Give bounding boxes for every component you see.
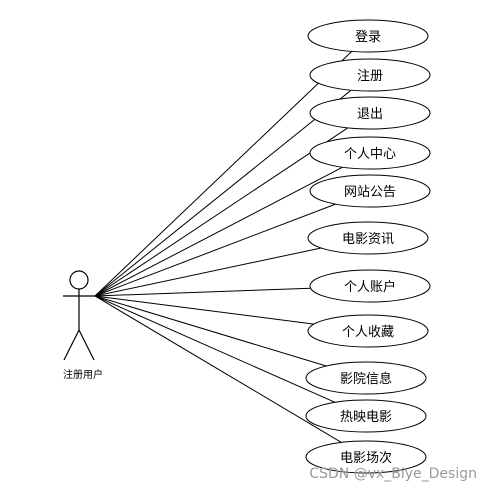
use-case-item: 个人收藏 [307, 314, 429, 348]
use-case-label: 登录 [355, 30, 381, 45]
use-case-label: 注册 [357, 69, 383, 84]
association-line [94, 295, 314, 325]
use-case-item: 个人账户 [309, 269, 431, 303]
use-case-ellipse [307, 221, 429, 255]
use-case-ellipse [305, 440, 427, 474]
actor-left-leg [63, 329, 80, 361]
association-line [94, 89, 352, 297]
use-case-label: 个人收藏 [342, 325, 394, 340]
association-line [94, 287, 311, 297]
use-case-ellipse [309, 136, 431, 170]
use-case-ellipse [309, 58, 431, 92]
use-case-item: 注册 [309, 58, 431, 92]
association-line [94, 166, 343, 297]
use-case-item: 网站公告 [309, 174, 431, 208]
use-case-item: 个人中心 [309, 136, 431, 170]
use-case-label: 退出 [357, 107, 383, 122]
actor-label: 注册用户 [63, 368, 103, 381]
use-case-item: 热映电影 [305, 399, 427, 433]
use-case-label: 个人中心 [344, 147, 396, 162]
actor-registered-user: 注册用户 [63, 270, 103, 381]
association-line [94, 127, 348, 297]
association-line [94, 247, 322, 297]
use-case-ellipse [309, 269, 431, 303]
watermark: CSDN @vx_Biye_Design [309, 466, 477, 482]
use-case-label: 电影资讯 [342, 232, 394, 247]
use-case-ellipse [305, 361, 427, 395]
use-case-label: 个人账户 [344, 279, 396, 295]
use-case-label: 网站公告 [344, 185, 396, 200]
use-case-item: 退出 [309, 96, 431, 130]
use-case-ellipse [309, 96, 431, 130]
use-case-item: 登录 [307, 19, 429, 53]
association-lines [94, 51, 353, 443]
association-line [94, 295, 336, 403]
association-line [94, 203, 336, 297]
use-case-ellipse [305, 399, 427, 433]
association-line [94, 51, 353, 297]
use-case-item: 影院信息 [305, 361, 427, 395]
actor-right-leg [78, 329, 95, 361]
actor-head [69, 270, 89, 290]
use-case-item: 电影场次 [305, 440, 427, 474]
use-case-label: 热映电影 [340, 410, 392, 425]
use-case-item: 电影资讯 [307, 221, 429, 255]
use-case-ellipse [307, 314, 429, 348]
use-case-ellipse [309, 174, 431, 208]
association-line [94, 295, 327, 367]
use-case-ellipse [307, 19, 429, 53]
use-case-label: 影院信息 [340, 371, 392, 387]
use-case-label: 电影场次 [340, 450, 392, 466]
association-line [94, 295, 342, 443]
